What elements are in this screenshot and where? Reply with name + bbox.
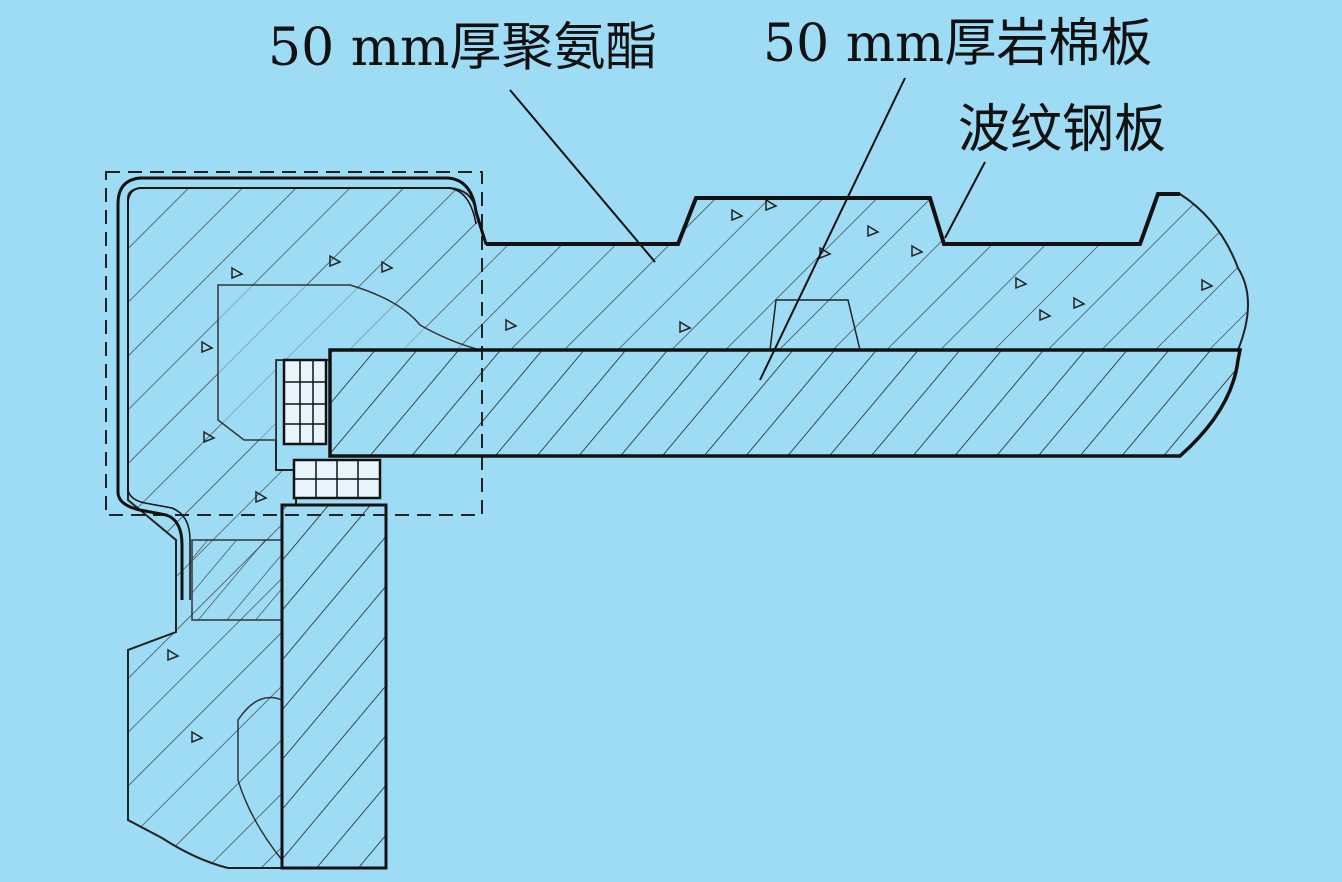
corner-flashing [116, 176, 488, 600]
corner-flashing-inner [127, 187, 477, 600]
polyurethane-insulation [127, 187, 1249, 869]
rock-wool-post [280, 503, 388, 870]
leader-line-steel [944, 161, 986, 239]
aggregate-marks [167, 198, 1214, 744]
rock-wool-label: 50 mm厚岩棉板 [763, 14, 1153, 74]
rock-wool-board [328, 348, 1243, 458]
lower-wall-insulation [191, 539, 283, 621]
corrugated-steel-sheet [486, 192, 1180, 246]
roof-step-detail [769, 299, 861, 351]
sealant-block-lower [292, 458, 382, 500]
corrugated-steel-label: 波纹钢板 [958, 100, 1167, 160]
sealant-block-upper [282, 358, 328, 446]
leader-line-polyurethane [509, 89, 656, 263]
leader-line-rock-wool [759, 77, 906, 381]
polyurethane-label: 50 mm厚聚氨酯 [268, 18, 658, 78]
